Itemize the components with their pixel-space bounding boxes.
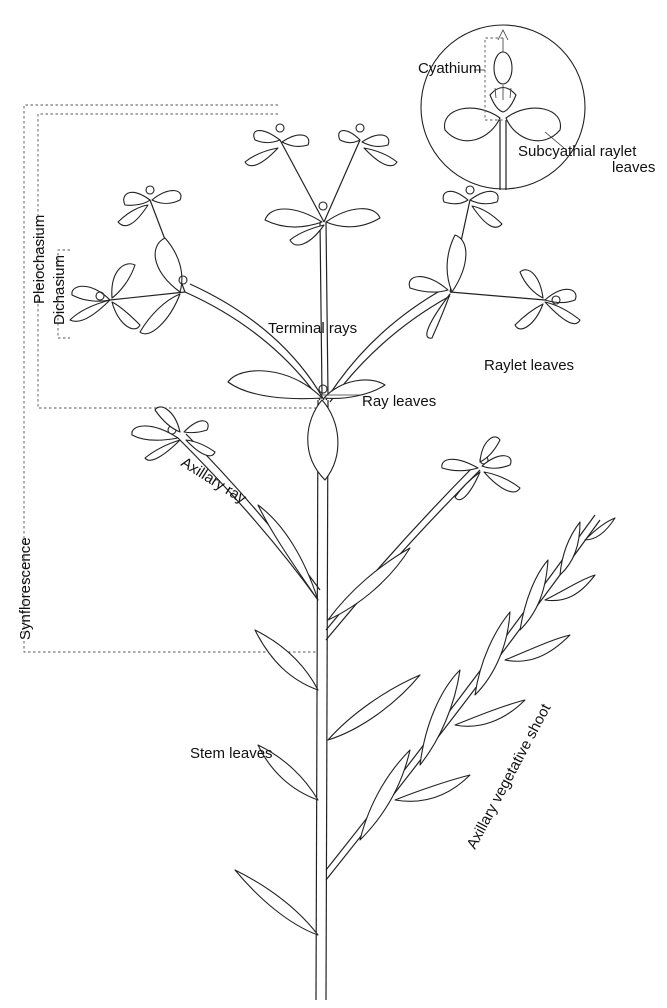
axillary-ray-right [326, 437, 520, 640]
axillary-vegetative-shoot [326, 515, 615, 880]
pleiochasium-label: Pleiochasium [31, 215, 48, 304]
ray-leaves [228, 371, 385, 480]
synflorescence-label: Synflorescence [17, 537, 34, 640]
cyathium-label: Cyathium [418, 60, 481, 77]
main-stem [316, 400, 328, 1000]
left-raylet-cluster [70, 191, 185, 334]
axillary-ray-left [132, 407, 320, 600]
terminal-rays [185, 222, 450, 402]
ray-leaves-label: Ray leaves [362, 393, 436, 410]
cyathium-inset [421, 25, 585, 190]
subcyathial-label-line2: leaves [612, 159, 655, 176]
axillary-ray-label: Axillary ray [178, 454, 250, 508]
subcyathial-label-line1: Subcyathial raylet [518, 143, 637, 160]
center-raylet-cluster [245, 131, 397, 245]
dichasium-label: Dichasium [51, 255, 68, 325]
raylet-leaves-label: Raylet leaves [484, 357, 574, 374]
right-raylet-cluster [409, 191, 580, 338]
stem-leaves-label: Stem leaves [190, 745, 273, 762]
terminal-rays-label: Terminal rays [268, 320, 357, 337]
